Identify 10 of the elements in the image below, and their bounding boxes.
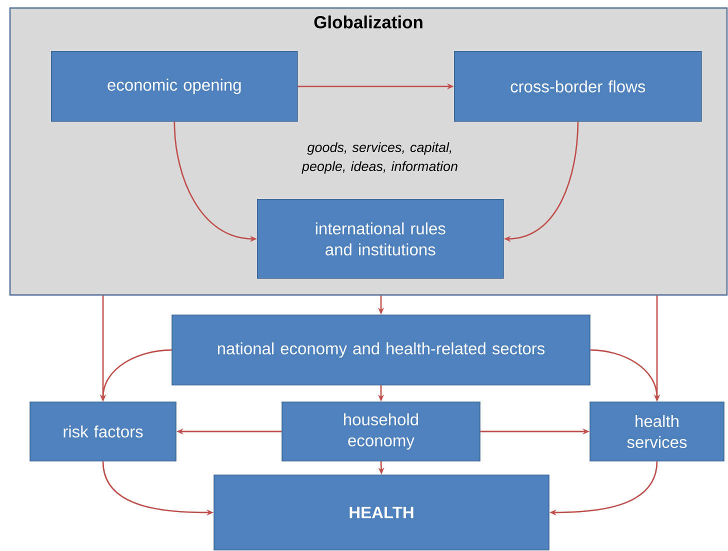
panel-title: Globalization <box>314 16 422 28</box>
process-box: economic opening <box>51 51 298 122</box>
process-box: household economy <box>282 402 480 462</box>
flow-note: goods, services, capital, people, ideas, information <box>302 142 458 174</box>
process-box: HEALTH <box>214 474 550 550</box>
process-box: risk factors <box>30 402 176 462</box>
process-box: international rules and institutions <box>257 199 504 279</box>
process-box: national economy and health-related sectors <box>172 314 590 386</box>
process-box: health services <box>590 402 724 462</box>
process-box: cross-border flows <box>454 51 702 122</box>
